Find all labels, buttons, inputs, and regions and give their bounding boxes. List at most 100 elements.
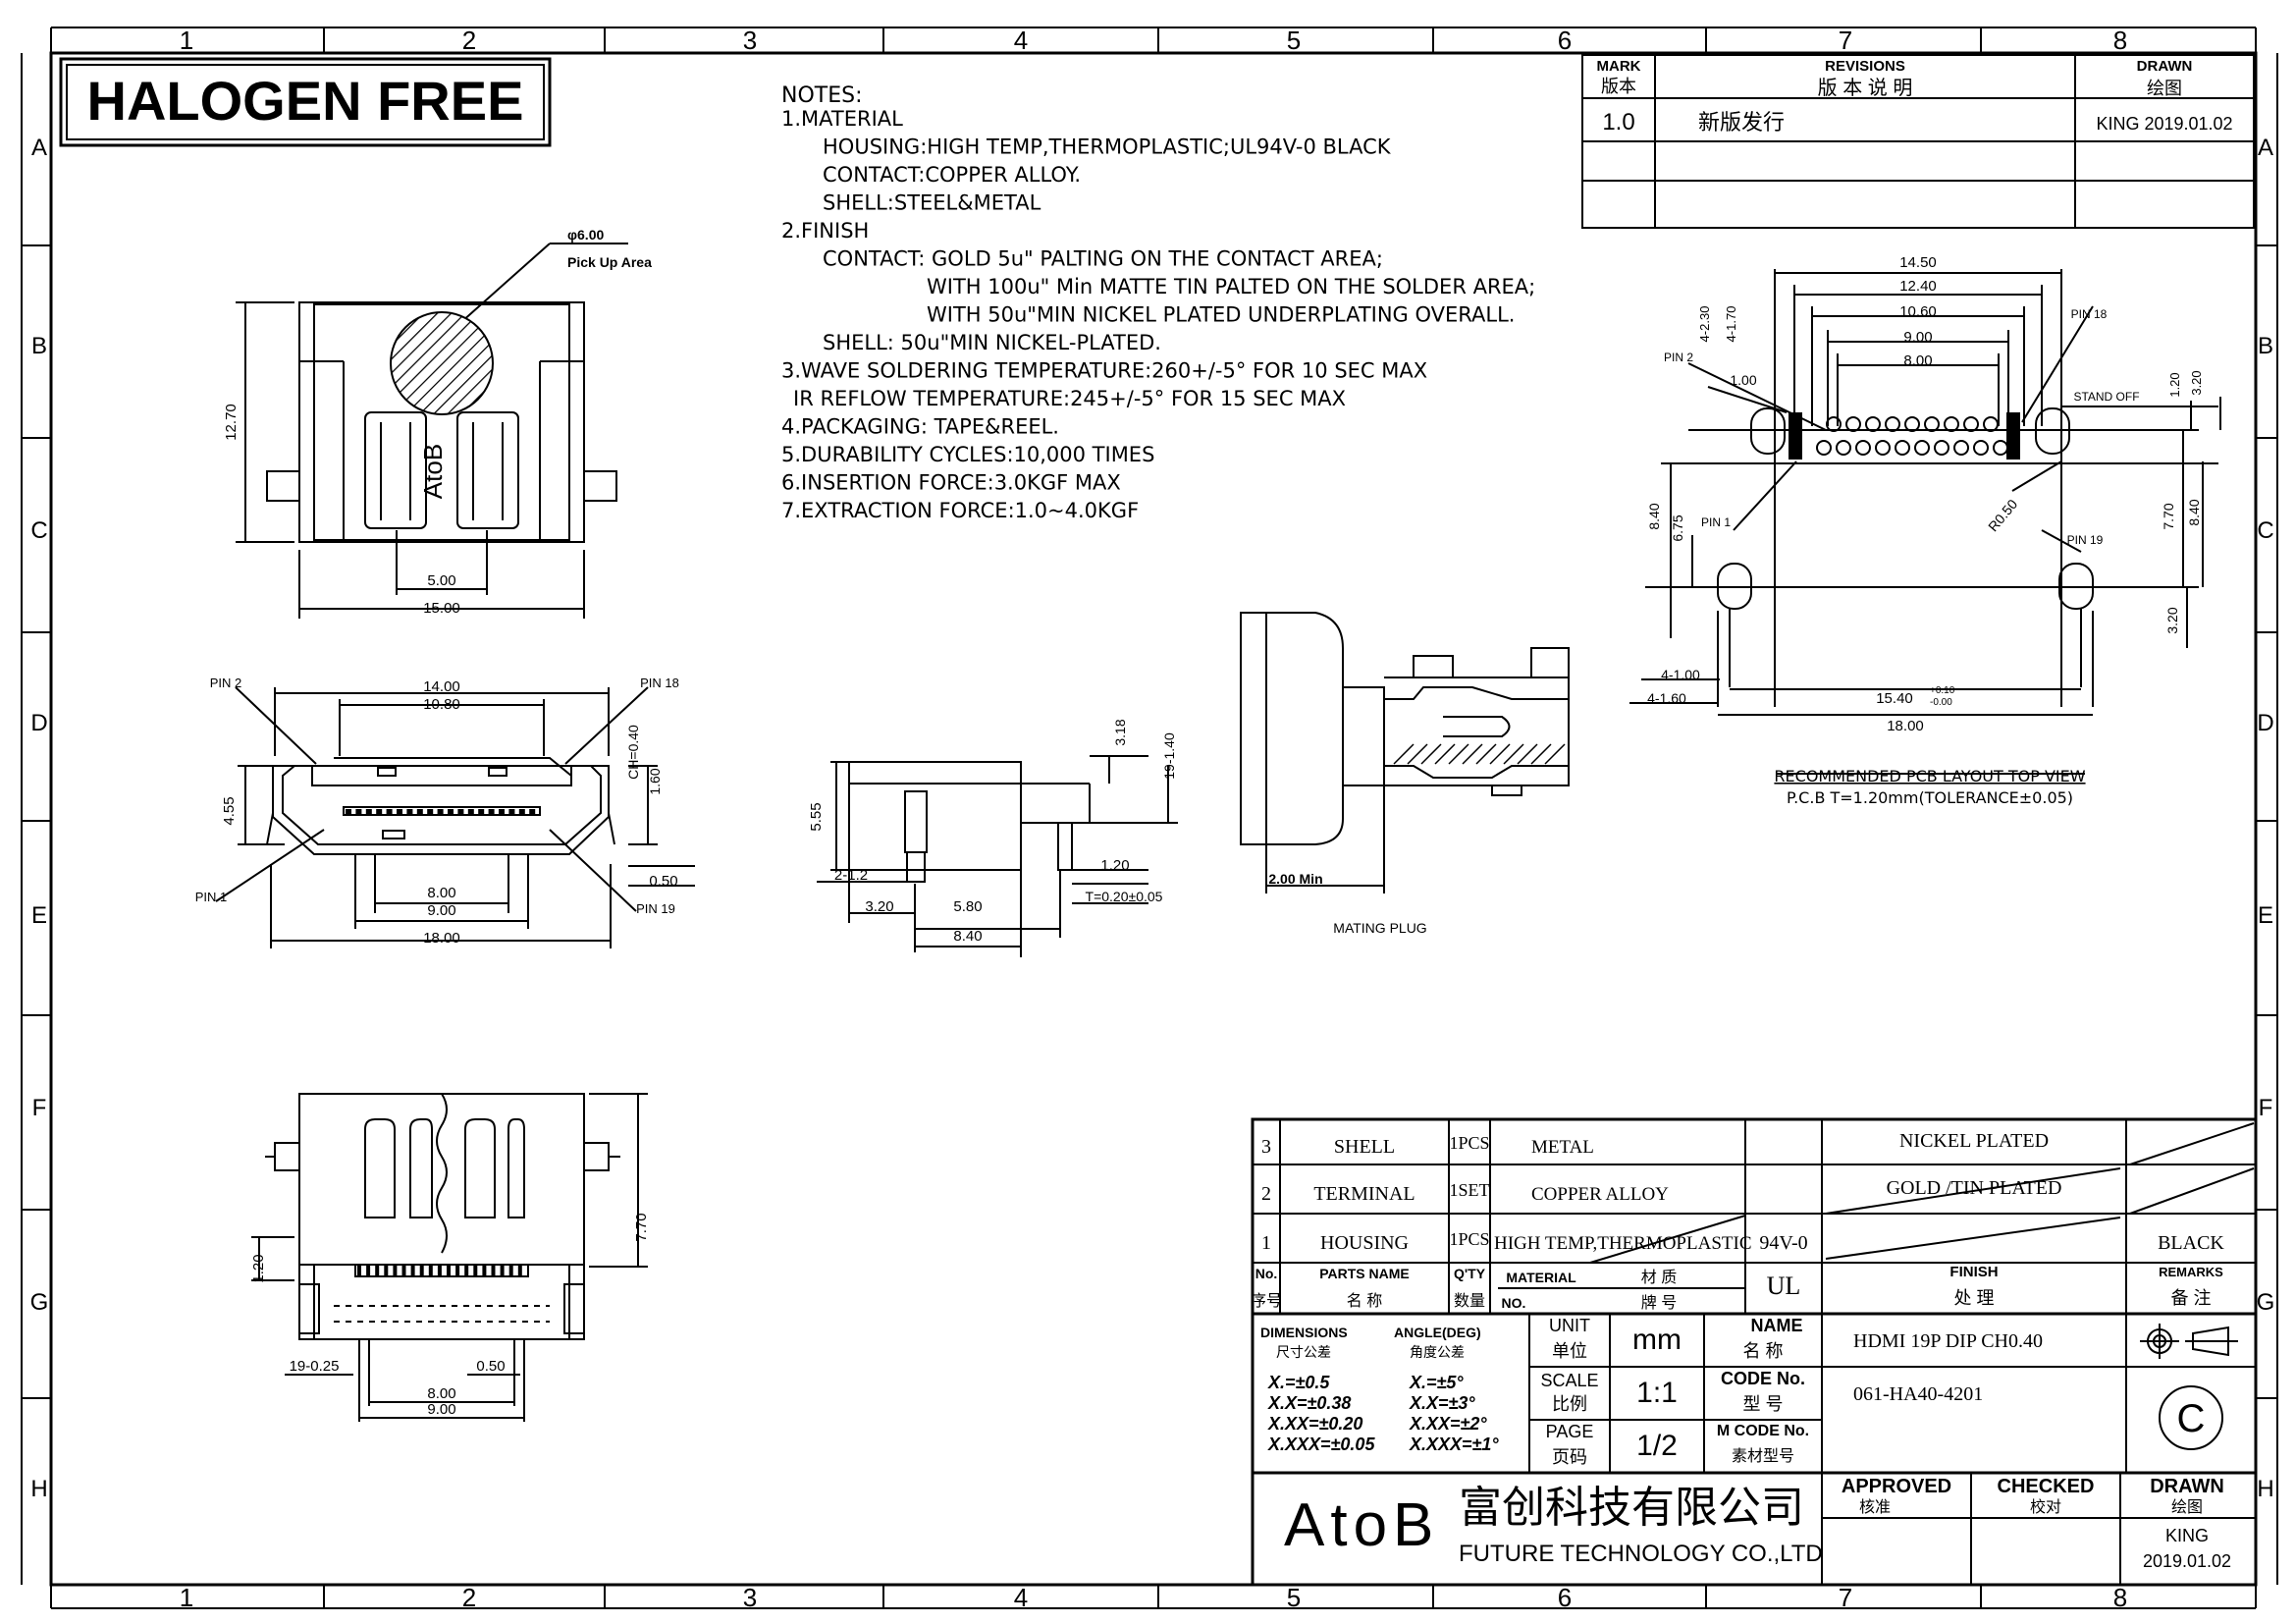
row-label-right: C <box>2257 517 2273 544</box>
bom-row-finish: GOLD /TIN PLATED <box>1887 1177 2062 1199</box>
tb-approved-cn: 核准 <box>1859 1498 1891 1516</box>
bottom-pin-contact <box>447 1266 451 1275</box>
bom-h-material: MATERIAL <box>1506 1270 1576 1285</box>
pcb-pin-hole <box>1973 440 1989 456</box>
rev-mark-header: MARK <box>1597 58 1641 75</box>
tb-drawn-date: 2019.01.02 <box>2143 1551 2231 1571</box>
pcb-pin-hole <box>1934 440 1949 456</box>
note-line: SHELL: 50u"MIN NICKEL-PLATED. <box>823 331 1161 354</box>
dim-8-00-front: 8.00 <box>427 885 455 901</box>
tb-drawn-by: KING <box>2165 1526 2209 1545</box>
top-view-brand: AtoB <box>418 444 448 499</box>
tb-dimensions-cn: 尺寸公差 <box>1276 1344 1331 1360</box>
note-line: 4.PACKAGING: TAPE&REEL. <box>781 415 1059 439</box>
bottom-pin-contact <box>482 1266 487 1275</box>
plug-hatch-line <box>1434 743 1456 765</box>
bottom-dim-0-50: 0.50 <box>476 1358 505 1375</box>
pcb-pin-hole <box>1885 416 1900 432</box>
row-label-right: D <box>2257 710 2273 736</box>
row-label-right: G <box>2257 1289 2275 1316</box>
pcb-pin1: PIN 1 <box>1701 515 1731 529</box>
front-pin-contact <box>508 809 515 815</box>
projection-symbol-icon <box>2140 1324 2238 1359</box>
pcb-dim-4-2-30: 4-2.30 <box>1697 306 1712 343</box>
rev-drawn-header-cn: 绘图 <box>2147 79 2182 98</box>
tb-page: PAGE <box>1546 1422 1594 1441</box>
bom-h-finish-cn: 处 理 <box>1953 1288 1994 1308</box>
bottom-pin-contact <box>357 1266 361 1275</box>
pcb-pin-hole <box>1836 440 1851 456</box>
pcb-pad-right <box>2006 412 2020 460</box>
column-label-top: 6 <box>1558 26 1572 55</box>
pcb-stand-off: STAND OFF <box>2073 390 2139 404</box>
column-label-top: 2 <box>462 26 476 55</box>
pcb-pin-hole <box>1865 416 1881 432</box>
pcb-pin18: PIN 18 <box>2071 307 2108 321</box>
tolerance-linear: X.XX=±0.20 <box>1267 1414 1362 1434</box>
bottom-dim-8-00: 8.00 <box>427 1385 455 1402</box>
column-label-bottom: 5 <box>1287 1583 1301 1612</box>
front-pin-contact <box>467 809 474 815</box>
pcb-dim-4-1-00: 4-1.00 <box>1661 667 1700 682</box>
tolerance-linear: X.XXX=±0.05 <box>1267 1435 1375 1454</box>
tolerance-angular: X.X=±3° <box>1409 1393 1475 1413</box>
note-line: SHELL:STEEL&METAL <box>823 191 1041 215</box>
tb-drawn-cn: 绘图 <box>2171 1498 2203 1516</box>
bottom-pin-contact <box>455 1266 460 1275</box>
bom-h-no-cn: 序号 <box>1251 1292 1282 1310</box>
tb-mcode-cn: 素材型号 <box>1732 1447 1794 1465</box>
note-line: 7.EXTRACTION FORCE:1.0~4.0KGF <box>781 499 1139 522</box>
pcb-dim-r0-50: R0.50 <box>1985 496 2020 534</box>
bottom-pin-contact <box>437 1266 442 1275</box>
note-line: 5.DURABILITY CYCLES:10,000 TIMES <box>781 443 1154 466</box>
note-line: IR REFLOW TEMPERATURE:245+/-5° FOR 15 SE… <box>793 387 1346 410</box>
notes-title: NOTES: <box>781 83 863 108</box>
tolerance-linear: X.=±0.5 <box>1267 1373 1330 1392</box>
row-label-right: B <box>2258 333 2273 359</box>
mating-plug <box>1240 612 1570 893</box>
pcb-dim-18-00: 18.00 <box>1887 718 1924 734</box>
bom-h-finish: FINISH <box>1949 1264 1998 1280</box>
front-pin-contact <box>437 809 444 815</box>
note-line: CONTACT:COPPER ALLOY. <box>823 163 1081 187</box>
pcb-pin-hole <box>1826 416 1842 432</box>
plug-hatch-line <box>1544 743 1566 765</box>
column-label-top: 4 <box>1014 26 1028 55</box>
bottom-view <box>251 1093 648 1422</box>
pcb-pin-hole <box>1875 440 1891 456</box>
dim-3-20-side: 3.20 <box>865 898 893 915</box>
front-pin18: PIN 18 <box>640 676 679 690</box>
bottom-pin-contact <box>500 1266 505 1275</box>
row-label-right: E <box>2258 902 2273 929</box>
column-label-top: 8 <box>2113 26 2127 55</box>
tb-unit: UNIT <box>1549 1316 1590 1335</box>
front-pin-contact <box>355 809 362 815</box>
dim-t: T=0.20±0.05 <box>1086 889 1163 904</box>
front-pin-contact <box>365 809 372 815</box>
plug-hatch-line <box>1475 743 1497 765</box>
plug-hatch-line <box>1530 743 1552 765</box>
row-label-left: H <box>30 1476 47 1502</box>
dim-15-00: 15.00 <box>423 600 460 617</box>
column-label-top: 5 <box>1287 26 1301 55</box>
dim-8-40-side: 8.40 <box>953 928 982 945</box>
front-pin-contact <box>457 809 464 815</box>
dim-3-18: 3.18 <box>1112 719 1128 745</box>
bom-h-remarks-cn: 备 注 <box>2170 1288 2211 1308</box>
front-pin-contact <box>416 809 423 815</box>
bom-h-mat-no: NO. <box>1502 1295 1526 1311</box>
front-pin-contact <box>488 809 495 815</box>
row-label-right: H <box>2257 1476 2273 1502</box>
pcb-dim-15-40-tol-up: +0.10 <box>1930 685 1955 696</box>
pcb-pin2: PIN 2 <box>1664 351 1693 364</box>
tb-page-cn: 页码 <box>1552 1447 1587 1467</box>
column-label-bottom: 1 <box>180 1583 193 1612</box>
c-mark-icon <box>2159 1385 2223 1450</box>
dim-1-60: 1.60 <box>647 768 663 794</box>
note-line: 6.INSERTION FORCE:3.0KGF MAX <box>781 471 1121 495</box>
dim-10-80: 10.80 <box>423 696 460 713</box>
mating-plug-label: MATING PLUG <box>1333 920 1426 936</box>
column-label-bottom: 8 <box>2113 1583 2127 1612</box>
front-pin-contact <box>518 809 525 815</box>
